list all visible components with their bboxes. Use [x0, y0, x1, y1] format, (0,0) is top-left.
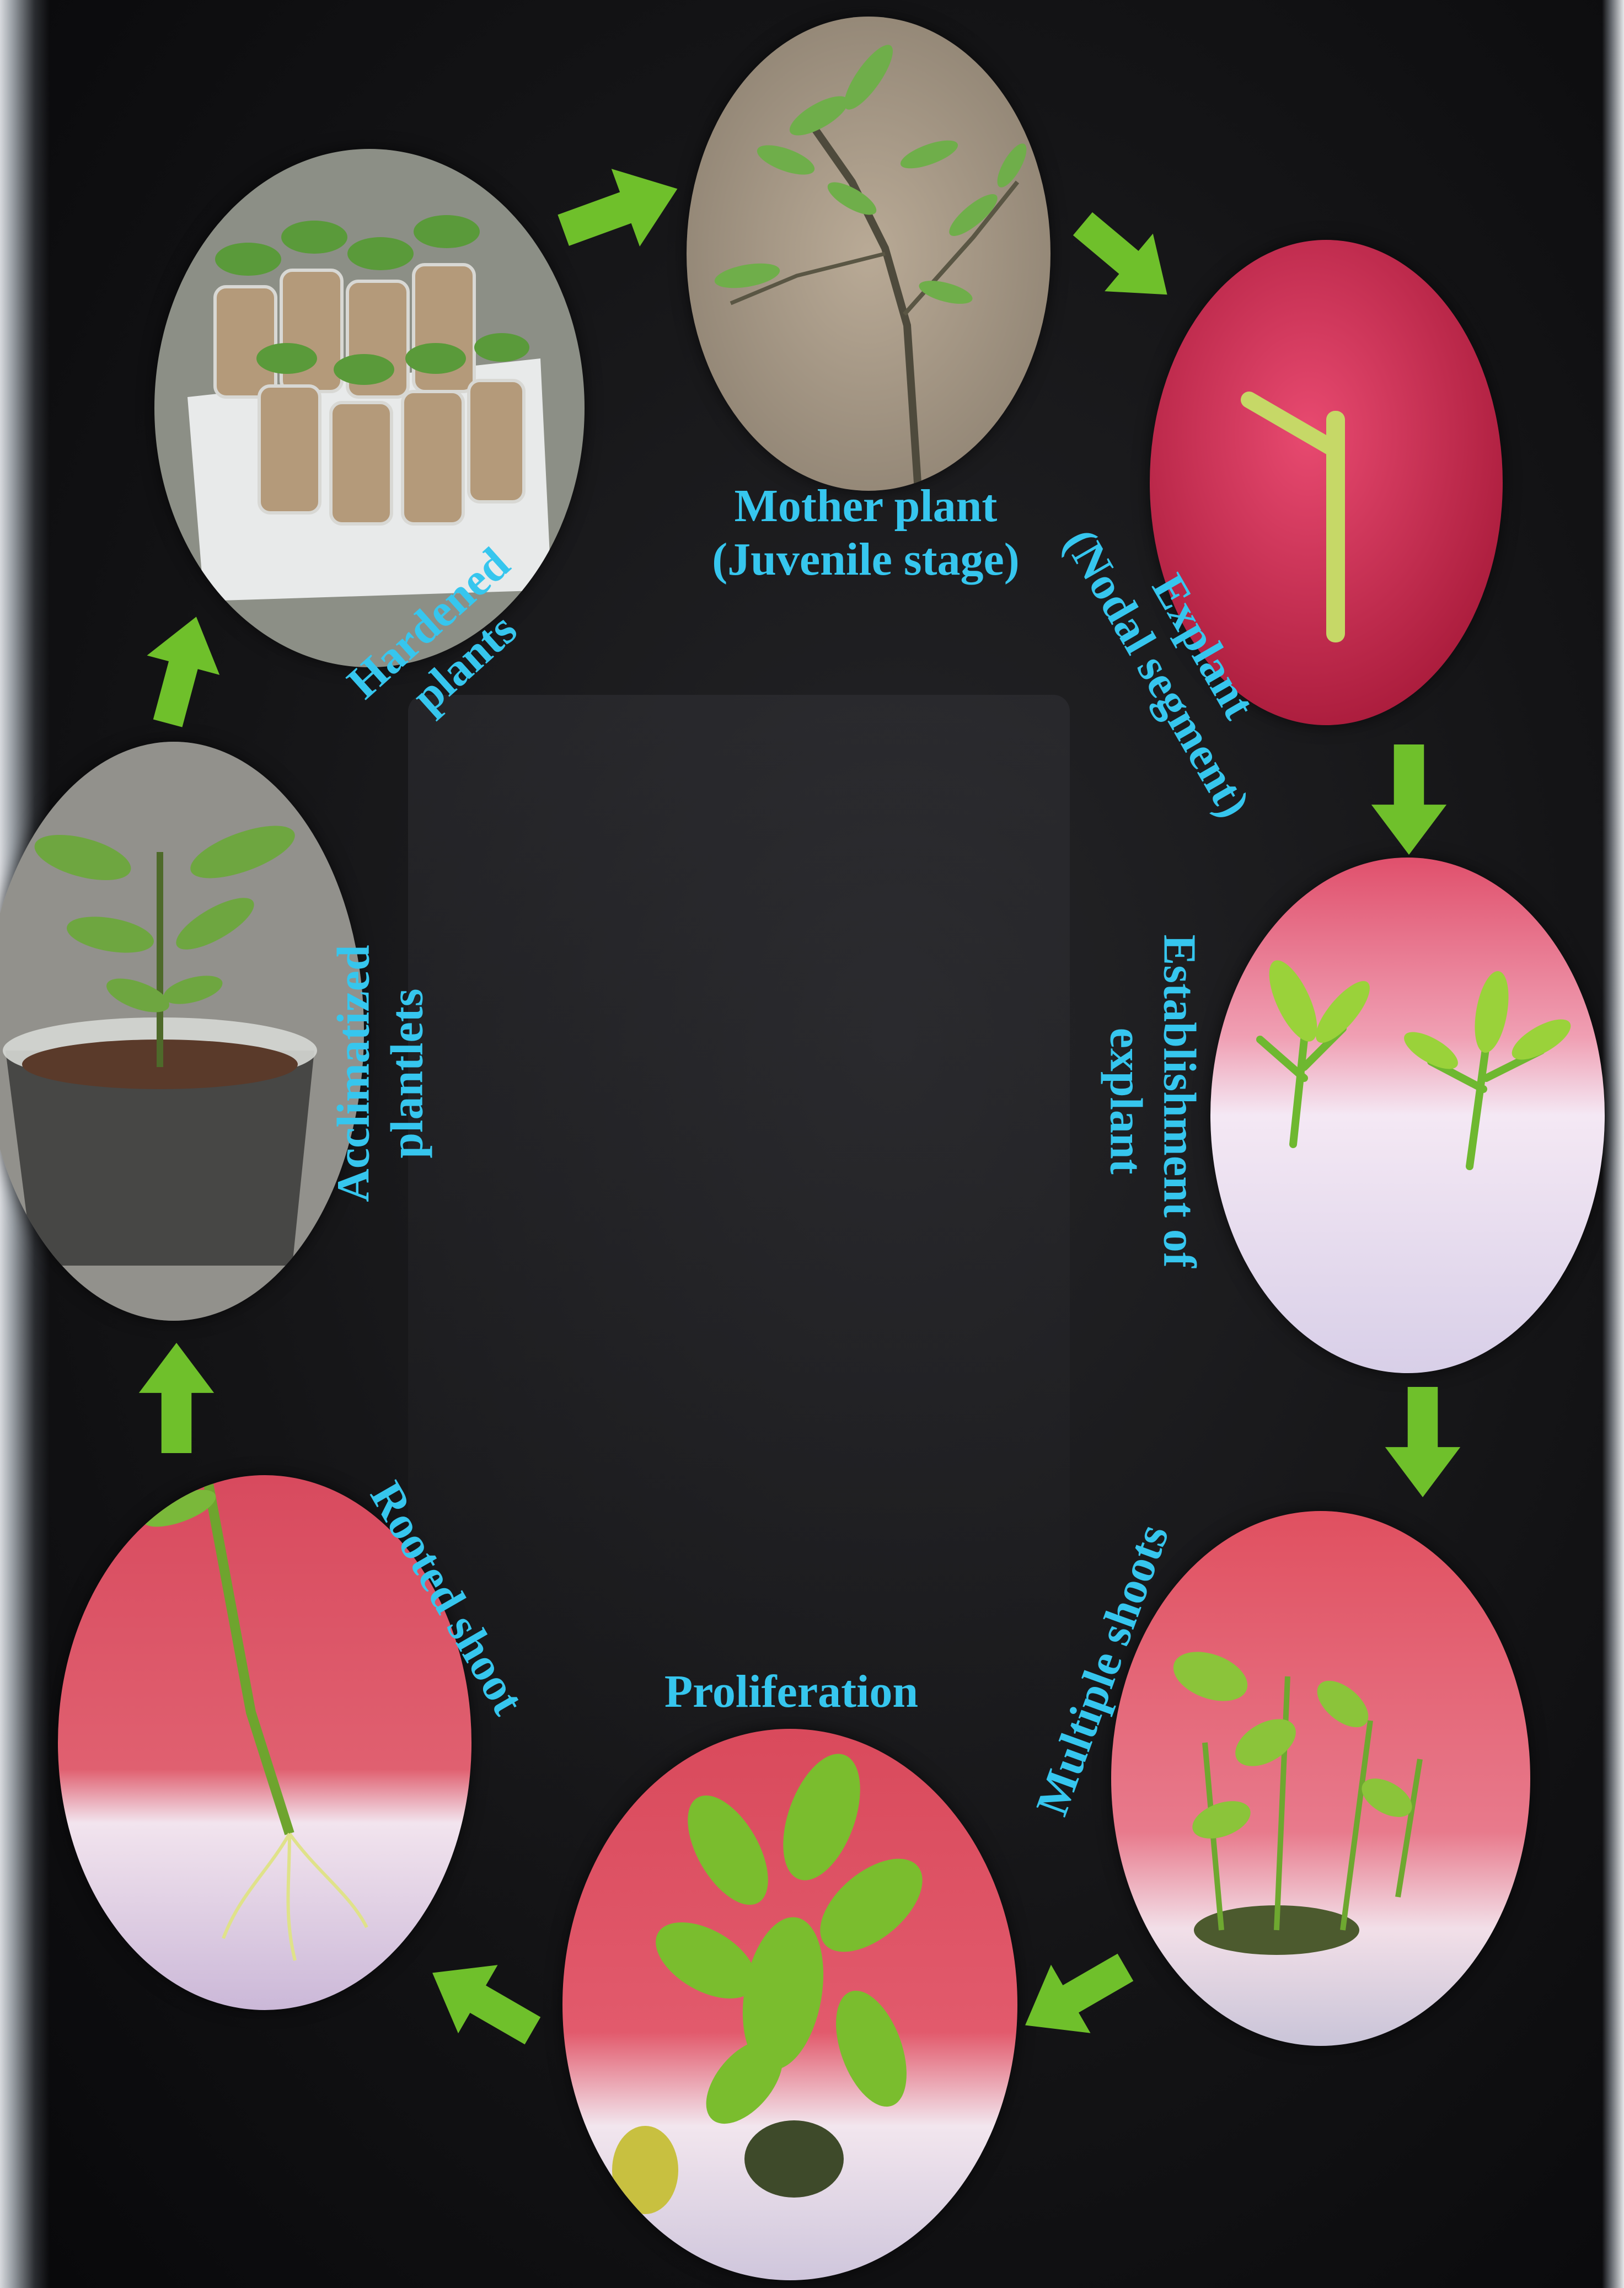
arrow-rooted-to-acclimatized — [135, 1343, 218, 1453]
arrow-acclimatized-to-hardened — [128, 606, 237, 734]
label-acclimatized-line2: plantlets — [380, 881, 434, 1267]
multiple-shoots-photo — [1111, 1511, 1530, 2046]
arrow-multiple-to-proliferation — [1005, 1932, 1146, 2061]
label-mother-plant-line1: Mother plant — [673, 480, 1059, 533]
label-mother-plant: Mother plant (Juvenile stage) — [673, 480, 1059, 586]
label-establishment-line1: Establishment of — [1153, 908, 1206, 1294]
label-proliferation: Proliferation — [598, 1665, 984, 1719]
label-proliferation-line1: Proliferation — [598, 1665, 984, 1719]
arrow-mother-to-explant — [1056, 192, 1194, 326]
label-establishment-line2: explant — [1099, 908, 1153, 1294]
arrow-explant-to-establishment — [1368, 744, 1450, 855]
establishment-photo — [1210, 858, 1605, 1373]
label-acclimatized-line1: Acclimatized — [327, 881, 380, 1267]
mother-plant-photo — [687, 17, 1050, 491]
label-acclimatized: Acclimatized plantlets — [327, 881, 433, 1267]
proliferation-photo — [562, 1729, 1017, 2280]
label-establishment: Establishment of explant — [1099, 908, 1205, 1294]
label-mother-plant-line2: (Juvenile stage) — [673, 533, 1059, 587]
frame-edge-right — [1602, 0, 1624, 2288]
arrow-establishment-to-multiple — [1381, 1387, 1464, 1497]
arrow-proliferation-to-rooted — [412, 1937, 554, 2067]
arrow-hardened-to-mother — [549, 150, 692, 269]
acclimatized-photo — [0, 742, 364, 1321]
